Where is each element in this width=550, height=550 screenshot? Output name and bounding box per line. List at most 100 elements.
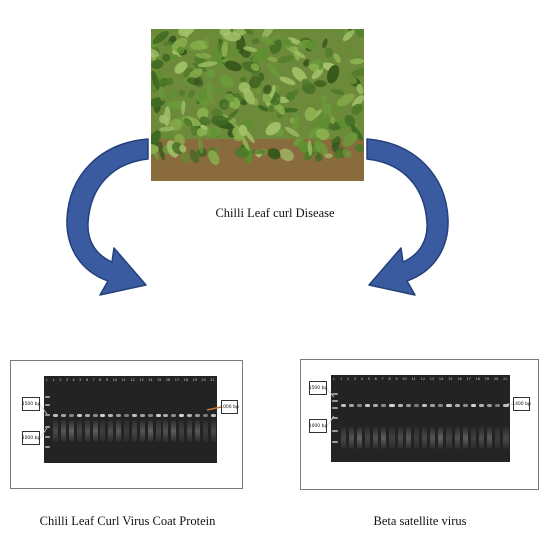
ladder-band: [332, 393, 338, 395]
lane-smear: [179, 420, 185, 442]
lane-number: 12: [130, 378, 135, 382]
lane-number: 2: [59, 378, 62, 382]
sample-band: [503, 404, 509, 407]
lane-number: 21: [503, 377, 508, 381]
ladder-band: [45, 426, 51, 428]
lane-number: 8: [99, 378, 102, 382]
lane-number: 10: [112, 378, 117, 382]
lane-smear: [430, 427, 436, 449]
lane-number: 14: [148, 378, 153, 382]
coat-protein-caption: Chilli Leaf Curl Virus Coat Protein: [39, 514, 216, 528]
lane-smear: [462, 427, 468, 449]
ladder-label-lower: 1000 bp: [22, 431, 40, 445]
lane-smear: [381, 427, 387, 449]
sample-band: [131, 414, 137, 417]
lane-number: 13: [429, 377, 435, 381]
sample-band: [413, 404, 420, 407]
sample-band: [61, 414, 67, 417]
lane-smear: [61, 420, 67, 442]
lane-number: 4: [72, 378, 75, 382]
sample-band: [487, 404, 493, 407]
lane-number: 6: [85, 378, 89, 382]
lane-number: 20: [493, 377, 499, 381]
lane-number: 3: [65, 378, 69, 382]
sample-band: [171, 414, 177, 417]
sample-band: [76, 414, 82, 417]
sample-band: [100, 414, 106, 417]
lane-number: L: [46, 378, 49, 382]
right-curved-arrow: [366, 138, 449, 296]
ladder-band: [332, 417, 338, 419]
lane-smear: [446, 427, 452, 449]
sample-band: [186, 414, 192, 417]
lane-smear: [397, 427, 403, 449]
lane-number: 21: [210, 378, 215, 382]
lane-number: 7: [92, 378, 95, 382]
lane-smear: [405, 427, 411, 449]
lane-smear: [124, 420, 130, 442]
sample-band: [421, 404, 428, 407]
lane-smear: [76, 420, 82, 442]
lane-number: 1: [52, 378, 55, 382]
sample-band: [430, 404, 436, 407]
lane-number: 20: [201, 378, 206, 382]
lane-number: 17: [174, 378, 180, 382]
sample-band: [478, 404, 485, 407]
lane-number: 5: [367, 377, 370, 381]
lane-number: 2: [346, 377, 350, 381]
lane-number: 10: [402, 377, 407, 381]
ladder-label-upper: 1500 bp: [22, 397, 40, 411]
lane-number: 19: [192, 378, 197, 382]
lane-number: 19: [484, 377, 490, 381]
lane-number: 5: [79, 378, 82, 382]
sample-band: [356, 404, 363, 407]
lane-smear: [438, 427, 444, 449]
sample-band: [108, 414, 114, 417]
lane-smear: [116, 420, 122, 442]
lane-smear: [413, 427, 420, 449]
lane-smear: [495, 427, 501, 449]
lane-number: 18: [183, 378, 189, 382]
ladder-band: [332, 441, 338, 443]
ladder-band: [45, 446, 51, 448]
beta-satellite-caption: Beta satellite virus: [373, 514, 467, 528]
ladder-label-upper: 1500 bp: [309, 381, 327, 395]
lane-number: 16: [165, 378, 171, 382]
lane-smear: [348, 427, 354, 449]
lane-number: 16: [457, 377, 462, 381]
lane-number: 7: [381, 377, 384, 381]
sample-band: [438, 404, 444, 407]
ladder-band: [332, 407, 338, 409]
band-size-label: 1000 bp: [220, 400, 239, 414]
lane-smear: [503, 427, 509, 449]
sample-band: [381, 404, 387, 407]
lane-smear: [478, 427, 485, 449]
lane-number: L: [333, 377, 336, 381]
lane-number: 15: [448, 377, 453, 381]
sample-band: [69, 414, 75, 417]
sample-band: [495, 404, 501, 407]
ladder-band: [45, 436, 51, 438]
sample-band: [116, 414, 122, 417]
sample-band: [462, 404, 468, 407]
lane-smear: [131, 420, 137, 442]
sample-band: [389, 404, 395, 407]
lane-number: 11: [411, 377, 416, 381]
sample-band: [210, 414, 216, 417]
lane-number: 8: [388, 377, 391, 381]
lane-smear: [53, 420, 59, 442]
sample-band: [340, 404, 346, 407]
sample-band: [84, 414, 90, 417]
sample-band: [124, 414, 130, 417]
lane-number: 9: [395, 377, 398, 381]
sample-band: [365, 404, 371, 407]
sample-band: [155, 414, 161, 417]
sample-band: [397, 404, 403, 407]
sample-band: [348, 404, 354, 407]
lane-smear: [84, 420, 90, 442]
lane-smear: [108, 420, 114, 442]
sample-band: [53, 414, 59, 417]
